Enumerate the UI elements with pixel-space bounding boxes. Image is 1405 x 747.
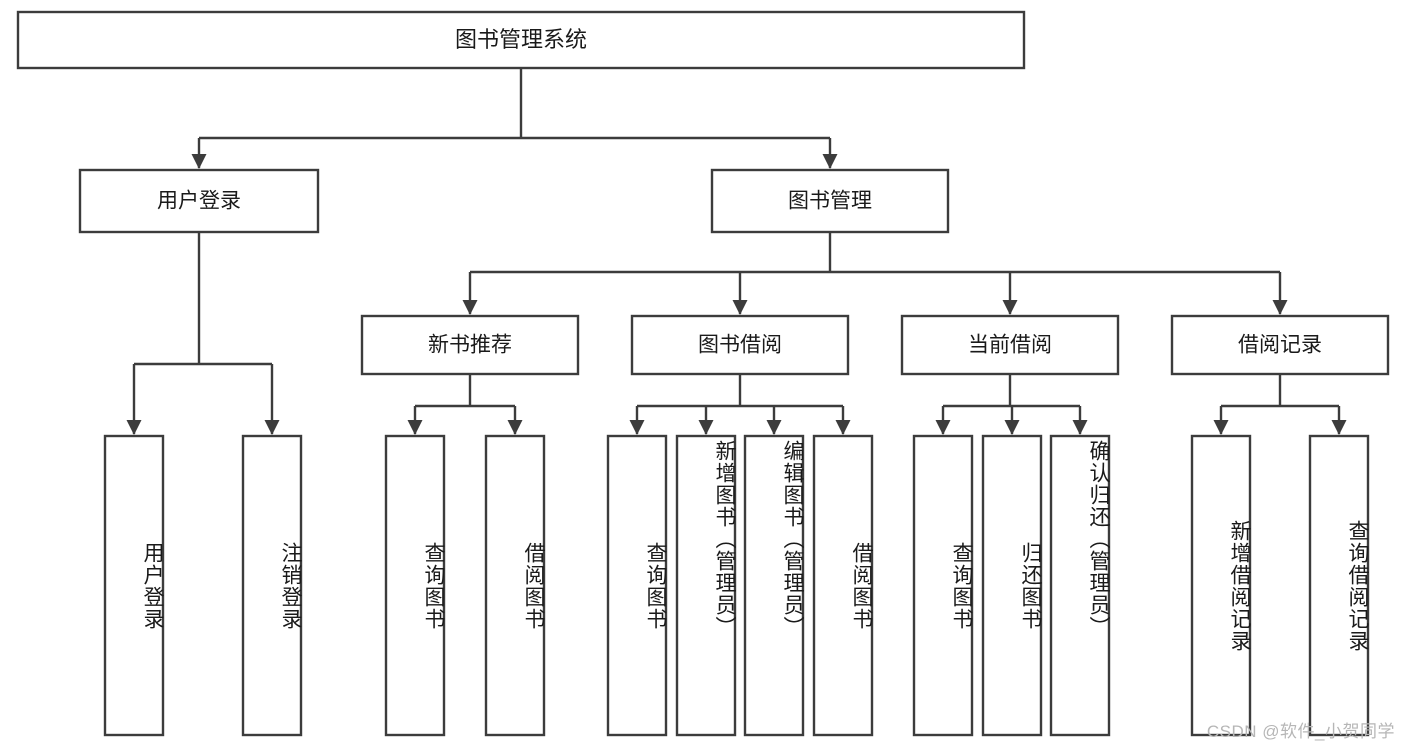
node-branch-图书借阅[interactable]: [630, 314, 850, 376]
node-label-图书管理: 图书管理: [788, 190, 872, 213]
node-label-当前借阅: 当前借阅: [968, 334, 1052, 357]
node-box-rect: [812, 434, 874, 737]
connector-arrowhead: [835, 420, 851, 435]
page-title: 图书管理系统: [455, 27, 587, 52]
connector-arrowhead: [191, 154, 207, 169]
connector-arrowhead: [126, 420, 142, 435]
node-leaf-借阅图书[interactable]: [484, 434, 546, 737]
connector-arrowhead: [1331, 420, 1347, 435]
connector-arrowhead: [407, 420, 423, 435]
node-box-rect: [384, 434, 446, 737]
node-box-rect: [1190, 434, 1252, 737]
node-label-借阅记录: 借阅记录: [1238, 334, 1322, 357]
watermark-text: CSDN @软件_小贺同学: [1206, 722, 1395, 741]
connector-arrowhead: [698, 420, 714, 435]
node-leaf-归还图书[interactable]: [981, 434, 1043, 737]
node-box-rect: [981, 434, 1043, 737]
node-label-新书推荐: 新书推荐: [428, 334, 512, 357]
node-box-rect: [16, 10, 1026, 70]
node-leaf-新增借阅记录[interactable]: [1190, 434, 1252, 737]
connector-arrowhead: [462, 300, 478, 315]
node-box-rect: [606, 434, 668, 737]
node-branch-用户登录[interactable]: [78, 168, 320, 234]
node-leaf-注销登录[interactable]: [241, 434, 303, 737]
connector-arrowhead: [1072, 420, 1088, 435]
node-box-rect: [1308, 434, 1370, 737]
node-leaf-查询图书[interactable]: [384, 434, 446, 737]
node-branch-借阅记录[interactable]: [1170, 314, 1390, 376]
node-leaf-新增图书管理员[interactable]: [675, 434, 737, 737]
node-branch-图书管理[interactable]: [710, 168, 950, 234]
node-leaf-查询图书[interactable]: [606, 434, 668, 737]
node-box-rect: [484, 434, 546, 737]
connector-arrowhead: [822, 154, 838, 169]
connector-arrowhead: [732, 300, 748, 315]
node-label-图书借阅: 图书借阅: [698, 334, 782, 357]
node-box-rect: [103, 434, 165, 737]
node-box-rect: [1049, 434, 1111, 737]
node-boxes-layer: [16, 10, 1390, 737]
node-box-rect: [360, 314, 580, 376]
connector-arrowhead: [1213, 420, 1229, 435]
node-box-rect: [912, 434, 974, 737]
connector-arrowhead: [264, 420, 280, 435]
node-leaf-编辑图书管理员[interactable]: [743, 434, 805, 737]
connector-lines-layer: [126, 68, 1347, 435]
connector-arrowhead: [629, 420, 645, 435]
connector-arrowhead: [507, 420, 523, 435]
node-leaf-查询借阅记录[interactable]: [1308, 434, 1370, 737]
node-box-rect: [241, 434, 303, 737]
node-box-rect: [743, 434, 805, 737]
node-leaf-查询图书[interactable]: [912, 434, 974, 737]
node-branch-新书推荐[interactable]: [360, 314, 580, 376]
node-box-rect: [900, 314, 1120, 376]
connector-arrowhead: [1002, 300, 1018, 315]
connector-arrowhead: [766, 420, 782, 435]
connector-arrowhead: [935, 420, 951, 435]
node-leaf-用户登录[interactable]: [103, 434, 165, 737]
connector-arrowhead: [1272, 300, 1288, 315]
node-box-rect: [78, 168, 320, 234]
connector-arrowhead: [1004, 420, 1020, 435]
node-leaf-借阅图书[interactable]: [812, 434, 874, 737]
node-box-rect: [675, 434, 737, 737]
node-root-图书管理系统[interactable]: [16, 10, 1026, 70]
node-leaf-确认归还管理员[interactable]: [1049, 434, 1111, 737]
node-box-rect: [1170, 314, 1390, 376]
node-box-rect: [710, 168, 950, 234]
node-box-rect: [630, 314, 850, 376]
node-label-用户登录: 用户登录: [157, 190, 241, 213]
node-branch-当前借阅[interactable]: [900, 314, 1120, 376]
